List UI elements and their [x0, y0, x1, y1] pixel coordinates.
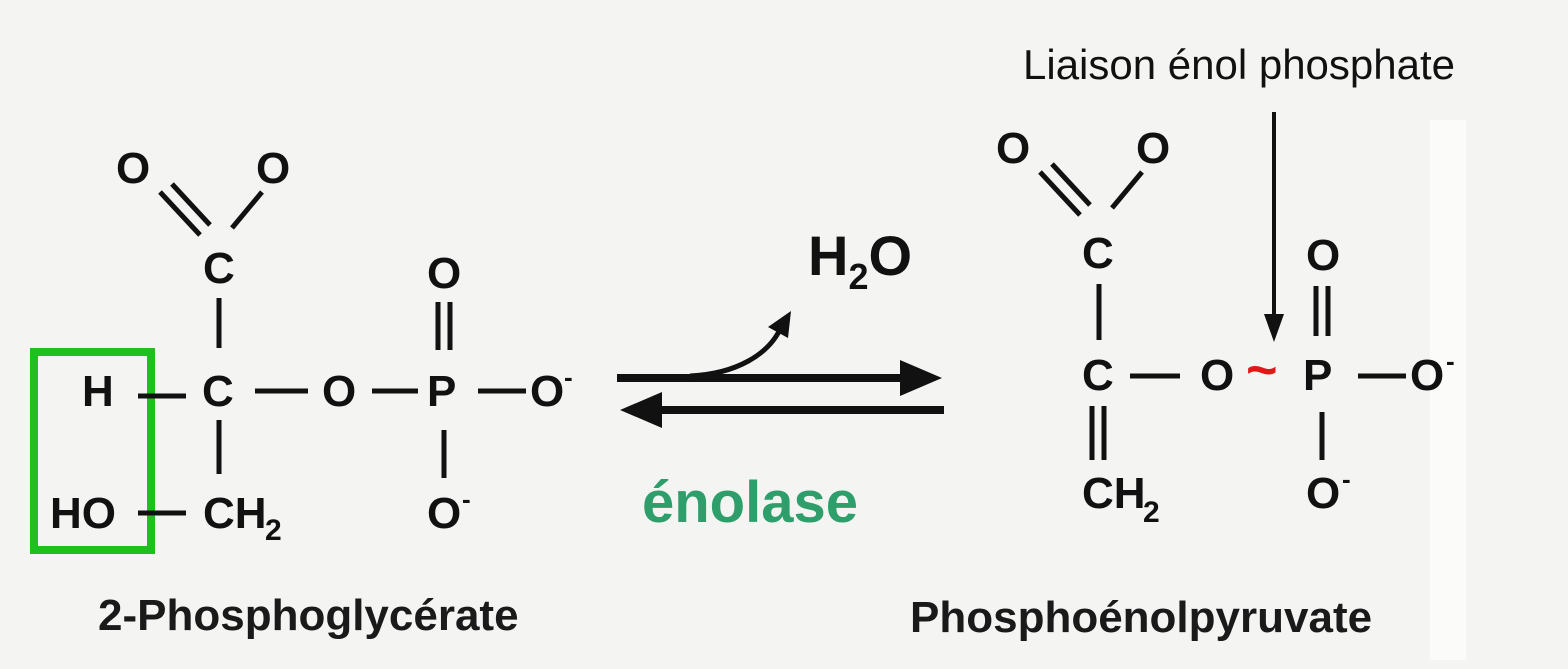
- reactant-c-mid: C: [202, 367, 234, 416]
- reactant-c-top: C: [203, 244, 235, 293]
- reactant-name: 2-Phosphoglycérate: [98, 591, 519, 640]
- reactant-h: H: [82, 367, 114, 416]
- annotation-arrowhead: [1264, 314, 1284, 342]
- product-o-bridge: O: [1200, 351, 1234, 400]
- product-o-top-left: O: [996, 124, 1030, 173]
- water-label: H2O: [808, 224, 912, 297]
- product-charge-bottom: -: [1342, 464, 1351, 494]
- reactant-p: P: [427, 367, 456, 416]
- reactant-ch2-subscript: 2: [265, 514, 282, 547]
- reactant-ho: HO: [50, 489, 116, 538]
- product-o-p-right: O: [1410, 351, 1444, 400]
- product-ch2: CH: [1082, 469, 1146, 518]
- bond-double-co-b: [170, 182, 212, 227]
- product-p: P: [1303, 351, 1332, 400]
- product-c-mid: C: [1082, 351, 1114, 400]
- reactant-o-p-right: O: [530, 367, 564, 416]
- bond-double-co-a: [158, 190, 202, 237]
- hydroxyl-highlight-box: [30, 348, 155, 554]
- bond-co-single: [230, 190, 264, 230]
- product-bond-double-co-b: [1050, 162, 1092, 207]
- reactant-charge-bottom: -: [462, 484, 471, 514]
- product-bond-double-co-a: [1038, 170, 1082, 217]
- product-o-top-right: O: [1136, 124, 1170, 173]
- product-o-p-bottom: O: [1306, 469, 1340, 518]
- product-charge-right: -: [1446, 346, 1455, 376]
- reverse-arrowhead: [620, 392, 662, 428]
- reactant-o-p-bottom: O: [427, 489, 461, 538]
- product-ch2-subscript: 2: [1143, 496, 1160, 529]
- reactant-structure: O O C H C O P O - O O -: [30, 144, 573, 640]
- high-energy-bond: ~: [1246, 340, 1278, 400]
- enzyme-label: énolase: [642, 470, 858, 535]
- reactant-o-bridge: O: [322, 367, 356, 416]
- background-strip: [1430, 120, 1466, 660]
- forward-arrowhead: [900, 360, 942, 396]
- reactant-charge-right: -: [564, 362, 573, 392]
- water-release-arrowhead: [768, 311, 791, 338]
- reaction-arrows: H2O énolase: [617, 224, 944, 535]
- reactant-ch2: CH: [203, 489, 267, 538]
- product-structure: Liaison énol phosphate O O C C O ~ P O -…: [910, 41, 1455, 642]
- product-bond-co-single: [1110, 170, 1144, 210]
- reactant-o-p-top: O: [427, 249, 461, 298]
- reactant-o-top-right: O: [256, 144, 290, 193]
- product-o-p-top: O: [1306, 231, 1340, 280]
- product-name: Phosphoénolpyruvate: [910, 593, 1372, 642]
- reactant-o-top-left: O: [116, 144, 150, 193]
- annotation-label: Liaison énol phosphate: [1023, 41, 1455, 88]
- water-release-curve: [689, 323, 785, 379]
- product-c-top: C: [1082, 229, 1114, 278]
